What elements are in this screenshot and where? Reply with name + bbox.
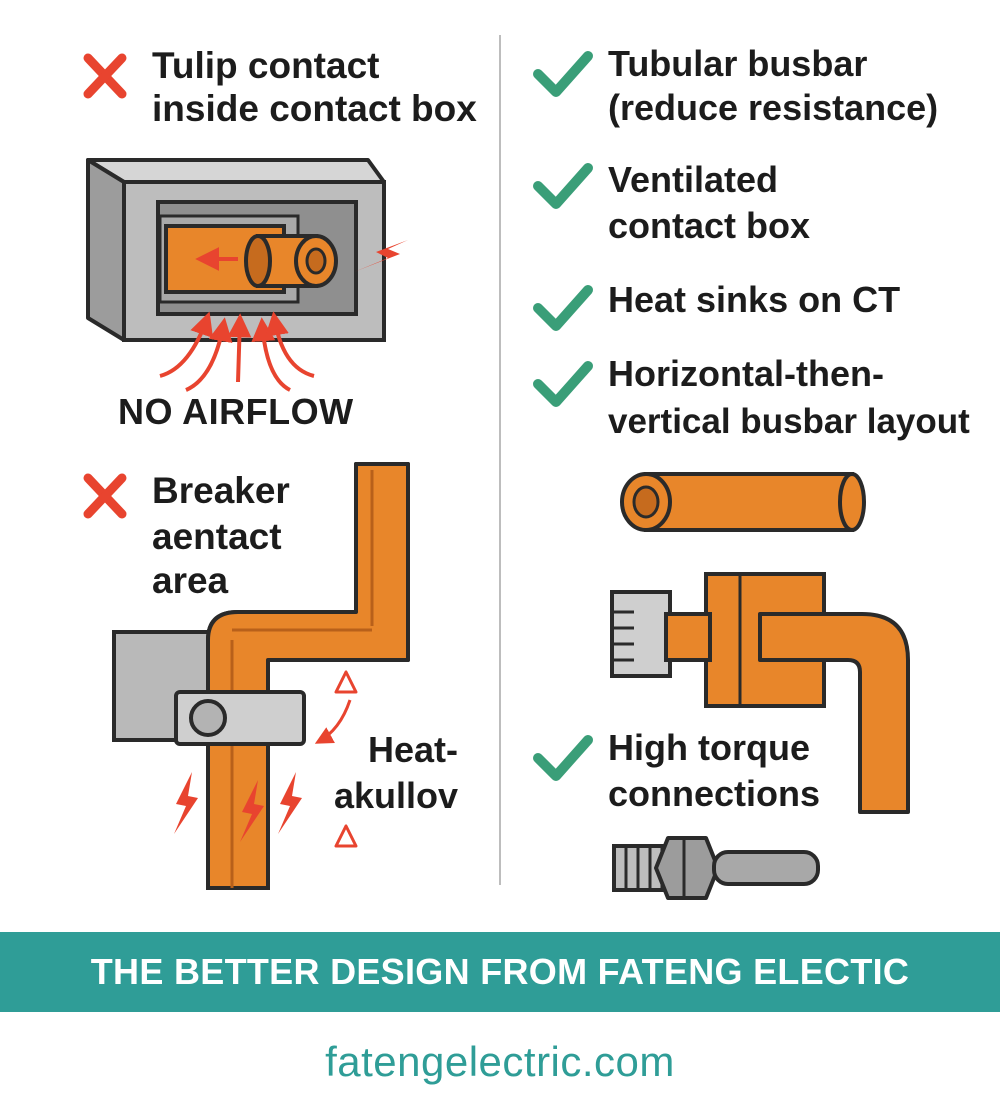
breaker-label-line3: area [152,560,229,601]
heat-label-line1: Heat- [368,729,459,770]
breaker-contact-illustration [112,462,410,890]
heat-label-line2: akullov [334,775,459,816]
check-icon [533,361,593,407]
high-torque-title: High torque [608,727,810,768]
busbar-layout-illustration [610,572,910,814]
cross-icon [83,53,127,99]
tubular-busbar-subtitle: (reduce resistance) [608,87,939,128]
cross-icon [83,473,127,519]
layout-title: Horizontal-then- [608,353,884,394]
tubular-busbar-title: Tubular busbar [608,43,868,84]
no-airflow-label: NO AIRFLOW [118,391,354,432]
website-link[interactable]: fatengelectric.com [325,1038,675,1085]
breaker-label-line2: aentact [152,516,282,557]
bottom-banner: THE BETTER DESIGN FROM FATENG ELECTIC [0,932,1000,1012]
check-icon [533,163,593,209]
banner-text: THE BETTER DESIGN FROM FATENG ELECTIC [90,951,910,992]
contact-box-illustration [86,158,408,392]
check-icon [533,51,593,97]
check-icon [533,735,593,781]
high-torque-subtitle: connections [608,773,821,814]
tubular-busbar-illustration [620,472,866,532]
tulip-contact-subtitle: inside contact box [152,88,477,129]
tulip-contact-title: Tulip contact [152,45,380,86]
check-icon [533,285,593,331]
layout-subtitle: vertical busbar layout [608,402,970,441]
ventilated-box-title: Ventilated [608,159,779,200]
bolt-illustration [612,836,820,900]
breaker-label-line1: Breaker [152,470,290,511]
heat-sinks-title: Heat sinks on CT [608,279,901,320]
ventilated-box-subtitle: contact box [608,205,811,246]
